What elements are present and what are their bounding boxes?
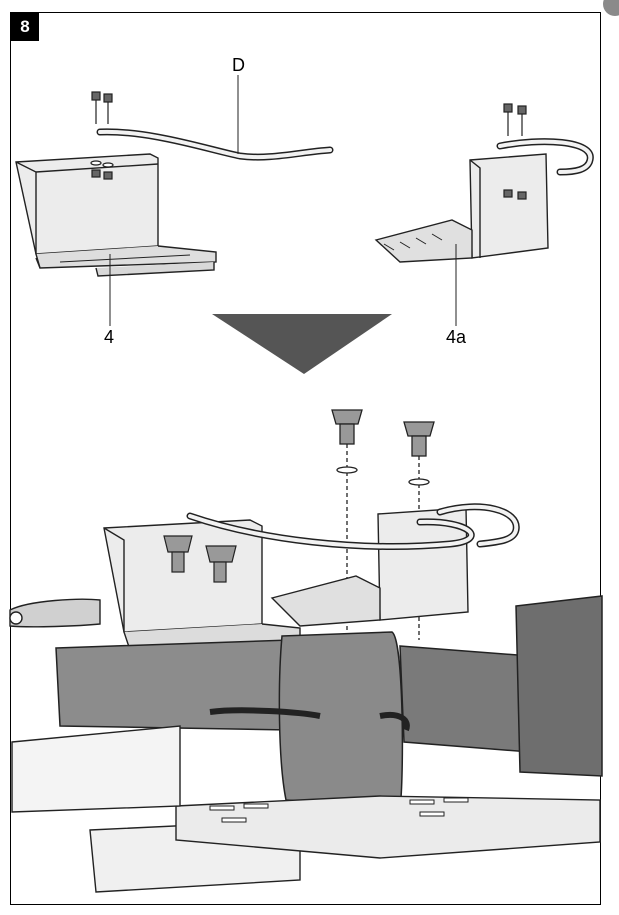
bracket-4a-detail bbox=[374, 153, 549, 263]
screws-right bbox=[503, 103, 527, 200]
mounted-bracket-4a bbox=[270, 507, 469, 627]
callout-d: D bbox=[232, 55, 245, 75]
center-plate bbox=[209, 631, 410, 809]
screws-left bbox=[90, 91, 114, 180]
small-knobs bbox=[163, 535, 237, 583]
callout-4: 4 bbox=[104, 327, 115, 347]
figure-number-badge: 8 bbox=[11, 13, 39, 41]
page-corner-tab bbox=[603, 0, 619, 16]
bracket-4-detail bbox=[15, 153, 217, 277]
callout-4a: 4a bbox=[446, 327, 467, 347]
platform-slots bbox=[209, 797, 469, 823]
direction-arrow bbox=[212, 314, 392, 374]
base-platform bbox=[11, 725, 601, 893]
handle bbox=[9, 598, 101, 628]
